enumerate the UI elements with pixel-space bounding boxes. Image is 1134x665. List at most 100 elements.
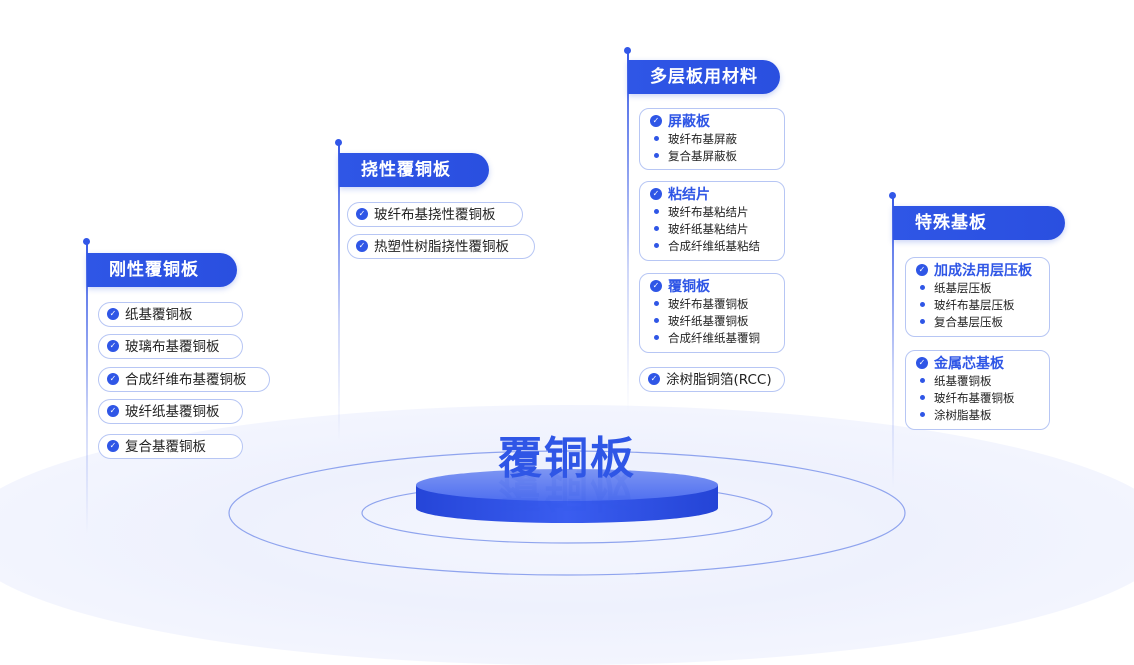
group-item: 玻纤布基屏蔽 xyxy=(650,131,776,148)
multilayer-category-header: 多层板用材料 xyxy=(628,60,780,94)
group-item: 合成纤维纸基覆铜 xyxy=(650,330,776,347)
rigid-item-label: 玻璃布基覆铜板 xyxy=(125,339,220,355)
group-head-label: 屏蔽板 xyxy=(668,114,710,130)
multilayer-extra: ✓ 涂树脂铜箔(RCC) xyxy=(639,367,785,392)
check-circle-icon: ✓ xyxy=(916,357,928,369)
rigid-item-1: ✓ 玻璃布基覆铜板 xyxy=(98,334,243,359)
check-circle-icon: ✓ xyxy=(107,373,119,385)
group-item-label: 玻纤布基屏蔽 xyxy=(668,132,737,146)
bullet-dot-icon xyxy=(920,412,925,417)
bullet-dot-icon xyxy=(920,319,925,324)
group-head-label: 粘结片 xyxy=(668,187,710,203)
group-item-label: 合成纤维纸基粘结 xyxy=(668,239,760,253)
special-stem xyxy=(892,198,894,488)
check-circle-icon: ✓ xyxy=(650,115,662,127)
group-item: 玻纤布基层压板 xyxy=(916,297,1041,314)
platform xyxy=(228,450,906,576)
group-item-label: 玻纤纸基覆铜板 xyxy=(668,314,749,328)
group-head: ✓ 屏蔽板 xyxy=(650,113,776,131)
multilayer-group-prepreg: ✓ 粘结片 玻纤布基粘结片 玻纤纸基粘结片 合成纤维纸基粘结 xyxy=(639,181,785,261)
group-head-label: 金属芯基板 xyxy=(934,356,1004,372)
flexible-category-header: 挠性覆铜板 xyxy=(339,153,489,187)
flexible-item-label: 热塑性树脂挠性覆铜板 xyxy=(374,239,509,255)
check-circle-icon: ✓ xyxy=(356,240,368,252)
group-item-label: 玻纤布基层压板 xyxy=(934,298,1015,312)
bullet-dot-icon xyxy=(920,302,925,307)
check-circle-icon: ✓ xyxy=(107,405,119,417)
special-group-metal-core: ✓ 金属芯基板 纸基覆铜板 玻纤布基覆铜板 涂树脂基板 xyxy=(905,350,1050,430)
multilayer-stem xyxy=(627,53,629,413)
group-head-label: 加成法用层压板 xyxy=(934,263,1032,279)
bullet-dot-icon xyxy=(654,318,659,323)
flexible-item-1: ✓ 热塑性树脂挠性覆铜板 xyxy=(347,234,535,259)
bullet-dot-icon xyxy=(654,335,659,340)
bullet-dot-icon xyxy=(654,243,659,248)
center-title: 覆铜板 xyxy=(498,433,636,484)
check-circle-icon: ✓ xyxy=(356,208,368,220)
group-item: 复合基屏蔽板 xyxy=(650,148,776,165)
group-head: ✓ 金属芯基板 xyxy=(916,355,1041,373)
special-dot-icon xyxy=(889,192,896,199)
group-item: 玻纤纸基覆铜板 xyxy=(650,313,776,330)
rigid-item-2: ✓ 合成纤维布基覆铜板 xyxy=(98,367,270,392)
bullet-dot-icon xyxy=(654,153,659,158)
group-head: ✓ 粘结片 xyxy=(650,186,776,204)
check-circle-icon: ✓ xyxy=(650,280,662,292)
group-item: 涂树脂基板 xyxy=(916,407,1041,424)
group-item-label: 玻纤布基粘结片 xyxy=(668,205,749,219)
cylinder-top xyxy=(416,469,718,501)
group-item-label: 合成纤维纸基覆铜 xyxy=(668,331,760,345)
group-item-label: 复合基屏蔽板 xyxy=(668,149,737,163)
group-item: 玻纤布基覆铜板 xyxy=(650,296,776,313)
check-circle-icon: ✓ xyxy=(648,373,660,385)
group-item-label: 纸基层压板 xyxy=(934,281,992,295)
bullet-dot-icon xyxy=(654,226,659,231)
bullet-dot-icon xyxy=(920,285,925,290)
rigid-category-header: 刚性覆铜板 xyxy=(87,253,237,287)
rigid-dot-icon xyxy=(83,238,90,245)
check-circle-icon: ✓ xyxy=(107,440,119,452)
group-item: 纸基层压板 xyxy=(916,280,1041,297)
special-group-additive: ✓ 加成法用层压板 纸基层压板 玻纤布基层压板 复合基层压板 xyxy=(905,257,1050,337)
special-category-header: 特殊基板 xyxy=(893,206,1065,240)
group-item: 玻纤布基粘结片 xyxy=(650,204,776,221)
group-item-label: 玻纤纸基粘结片 xyxy=(668,222,749,236)
bullet-dot-icon xyxy=(920,395,925,400)
group-item: 复合基层压板 xyxy=(916,314,1041,331)
flexible-stem xyxy=(338,145,340,440)
multilayer-dot-icon xyxy=(624,47,631,54)
rigid-item-4: ✓ 复合基覆铜板 xyxy=(98,434,243,459)
check-circle-icon: ✓ xyxy=(107,308,119,320)
bullet-dot-icon xyxy=(920,378,925,383)
group-item-label: 纸基覆铜板 xyxy=(934,374,992,388)
rigid-item-label: 复合基覆铜板 xyxy=(125,439,206,455)
check-circle-icon: ✓ xyxy=(107,340,119,352)
rigid-item-3: ✓ 玻纤纸基覆铜板 xyxy=(98,399,243,424)
rigid-item-0: ✓ 纸基覆铜板 xyxy=(98,302,243,327)
bullet-dot-icon xyxy=(654,301,659,306)
group-item: 玻纤纸基粘结片 xyxy=(650,221,776,238)
group-item-label: 玻纤布基覆铜板 xyxy=(668,297,749,311)
group-head: ✓ 加成法用层压板 xyxy=(916,262,1041,280)
group-item-label: 玻纤布基覆铜板 xyxy=(934,391,1015,405)
multilayer-group-shield: ✓ 屏蔽板 玻纤布基屏蔽 复合基屏蔽板 xyxy=(639,108,785,170)
multilayer-extra-label: 涂树脂铜箔(RCC) xyxy=(666,372,772,388)
bullet-dot-icon xyxy=(654,209,659,214)
rigid-item-label: 纸基覆铜板 xyxy=(125,307,193,323)
multilayer-group-ccl: ✓ 覆铜板 玻纤布基覆铜板 玻纤纸基覆铜板 合成纤维纸基覆铜 xyxy=(639,273,785,353)
rigid-stem xyxy=(86,244,88,534)
bullet-dot-icon xyxy=(654,136,659,141)
group-item: 玻纤布基覆铜板 xyxy=(916,390,1041,407)
check-circle-icon: ✓ xyxy=(650,188,662,200)
group-item: 合成纤维纸基粘结 xyxy=(650,238,776,255)
group-head-label: 覆铜板 xyxy=(668,279,710,295)
group-item: 纸基覆铜板 xyxy=(916,373,1041,390)
flexible-item-0: ✓ 玻纤布基挠性覆铜板 xyxy=(347,202,523,227)
rigid-item-label: 合成纤维布基覆铜板 xyxy=(125,372,247,388)
group-item-label: 涂树脂基板 xyxy=(934,408,992,422)
check-circle-icon: ✓ xyxy=(916,264,928,276)
group-head: ✓ 覆铜板 xyxy=(650,278,776,296)
diagram-stage: 覆铜板 覆铜板 刚性覆铜板 ✓ 纸基覆铜板 ✓ 玻璃布基覆铜板 ✓ 合成纤维布基覆铜板… xyxy=(0,47,1134,665)
rigid-item-label: 玻纤纸基覆铜板 xyxy=(125,404,220,420)
flexible-item-label: 玻纤布基挠性覆铜板 xyxy=(374,207,496,223)
